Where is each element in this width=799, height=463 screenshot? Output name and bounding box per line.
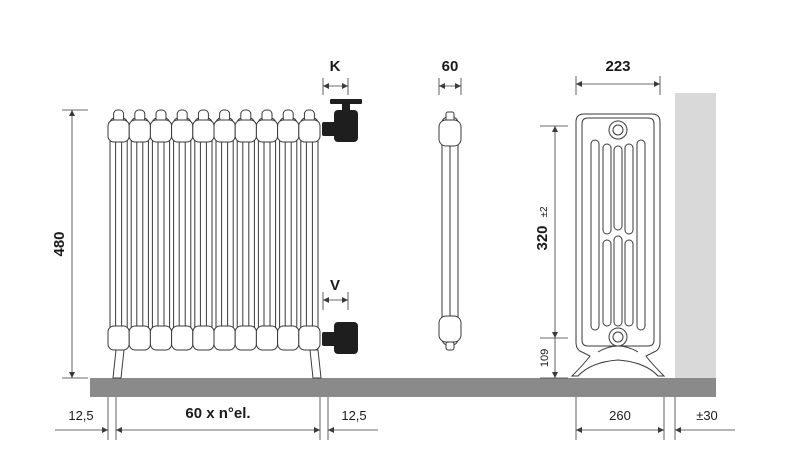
label-wall-distance: ±30	[696, 408, 718, 423]
radiator-section	[173, 117, 192, 351]
section-bottom-header	[298, 325, 321, 351]
radiator-section	[130, 117, 149, 351]
radiator-left-foot	[112, 349, 125, 379]
dimension-arrows	[69, 81, 681, 433]
radiator-side-view	[438, 111, 462, 351]
radiator-section	[215, 117, 234, 351]
label-bottom-height: 109	[539, 349, 551, 367]
radiator-section	[279, 117, 298, 351]
section-top-header	[277, 119, 300, 143]
label-left-clearance: 12,5	[68, 408, 93, 423]
section-bottom-header	[192, 325, 215, 351]
section-top-header	[171, 119, 194, 143]
section-top-header	[128, 119, 151, 143]
label-right-clearance: 12,5	[341, 408, 366, 423]
radiator-section	[257, 117, 277, 351]
label-v: V	[330, 277, 340, 294]
section-top-header	[298, 119, 321, 143]
section-bottom-header	[171, 325, 194, 351]
radiator-front-view	[107, 109, 322, 379]
radiator-section	[300, 117, 319, 351]
radiator-section	[109, 117, 128, 351]
label-center-distance: 320	[534, 225, 551, 250]
label-center-tolerance: ±2	[539, 206, 550, 217]
section-top-header	[213, 119, 236, 143]
label-k: K	[330, 58, 341, 75]
section-bottom-header	[213, 325, 236, 351]
label-foot-depth: 260	[609, 408, 631, 423]
section-top-header	[149, 119, 173, 143]
dimension-lines	[55, 76, 735, 440]
section-top-header	[107, 119, 130, 143]
radiator-section	[194, 117, 213, 351]
valve-k-icon	[322, 99, 362, 142]
section-bottom-header	[149, 325, 173, 351]
valve-v-icon	[322, 322, 358, 354]
radiator-section	[151, 117, 171, 351]
radiator-section	[236, 117, 255, 351]
radiator-right-foot	[309, 349, 322, 379]
section-bottom-header	[255, 325, 279, 351]
label-height: 480	[51, 231, 68, 256]
section-bottom-header	[128, 325, 151, 351]
label-section-width: 60	[442, 58, 459, 75]
section-top-header	[234, 119, 257, 143]
floor	[90, 378, 716, 397]
radiator-end-view	[570, 113, 666, 377]
section-bottom-header	[107, 325, 130, 351]
label-length-formula: 60 x n°el.	[185, 405, 250, 422]
section-top-header	[255, 119, 279, 143]
label-depth: 223	[605, 58, 630, 75]
section-top-header	[192, 119, 215, 143]
section-bottom-header	[277, 325, 300, 351]
wall	[675, 93, 716, 379]
section-bottom-header	[234, 325, 257, 351]
